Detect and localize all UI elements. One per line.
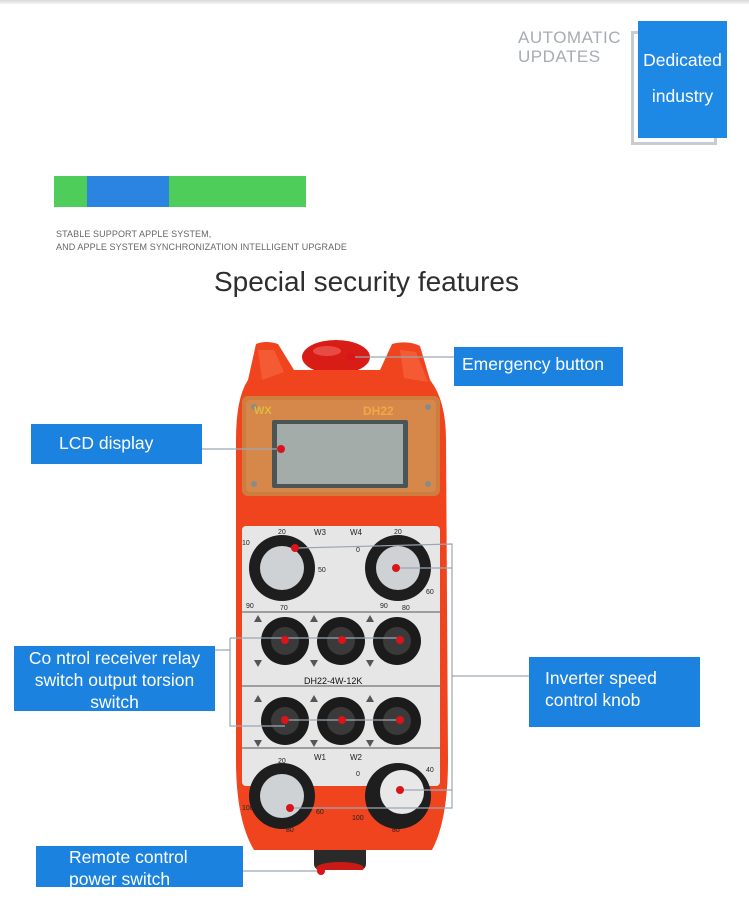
color-bar-green-left xyxy=(54,176,87,207)
speed-knob-top-left: 10 20 50 90 70 xyxy=(242,529,326,612)
brand-logo: WX xyxy=(254,405,272,417)
callout-inverter-line1: Inverter speed xyxy=(545,668,657,688)
color-bar-green-right xyxy=(169,176,306,207)
callout-power-switch: Remote control power switch xyxy=(36,846,243,889)
callout-relay-line1: Co ntrol receiver relay xyxy=(28,648,201,668)
svg-text:100: 100 xyxy=(352,815,364,822)
top-rule xyxy=(0,0,749,4)
knob-tag-w2: W2 xyxy=(350,753,363,762)
marker-knob-top-right xyxy=(392,564,400,572)
automatic-updates-line1: AUTOMATIC xyxy=(518,28,622,47)
svg-text:60: 60 xyxy=(316,809,324,816)
callout-relay-switch: Co ntrol receiver relay switch output to… xyxy=(14,646,215,712)
callout-relay-line2: switch output torsion xyxy=(34,670,195,690)
knob-tag-w3: W3 xyxy=(314,528,327,537)
speed-knob-bottom-right: 0 100 40 80 xyxy=(352,763,434,834)
callout-lcd-text: LCD display xyxy=(59,433,154,453)
svg-text:0: 0 xyxy=(356,547,360,554)
marker-switch-5 xyxy=(338,716,346,724)
callout-relay-line3: switch xyxy=(90,692,139,712)
svg-text:20: 20 xyxy=(278,529,286,536)
intro-line-1: STABLE SUPPORT APPLE SYSTEM, xyxy=(56,229,212,239)
marker-knob-bottom-right xyxy=(396,786,404,794)
callout-emergency-text: Emergency button xyxy=(462,354,605,374)
panel-code-label: DH22-4W-12K xyxy=(304,676,362,686)
marker-emergency xyxy=(347,353,355,361)
svg-text:10: 10 xyxy=(242,540,250,547)
intro-line-2: AND APPLE SYSTEM SYNCHRONIZATION INTELLI… xyxy=(56,242,347,252)
svg-text:40: 40 xyxy=(426,767,434,774)
direction-arrows xyxy=(254,615,374,747)
svg-text:100: 100 xyxy=(242,805,254,812)
marker-switch-2 xyxy=(338,636,346,644)
marker-knob-bottom-left xyxy=(286,804,294,812)
svg-text:20: 20 xyxy=(394,529,402,536)
svg-text:70: 70 xyxy=(280,605,288,612)
svg-text:20: 20 xyxy=(278,758,286,765)
marker-switch-3 xyxy=(396,636,404,644)
marker-switch-1 xyxy=(281,636,289,644)
svg-text:90: 90 xyxy=(380,603,388,610)
dedicated-line2: industry xyxy=(651,86,714,106)
svg-text:80: 80 xyxy=(402,605,410,612)
svg-text:50: 50 xyxy=(318,567,326,574)
svg-text:80: 80 xyxy=(286,827,294,834)
callout-inverter-knob: Inverter speed control knob xyxy=(529,657,700,727)
dedicated-industry-badge: Dedicated industry xyxy=(638,21,727,138)
speed-knob-bottom-left: 20 100 60 80 xyxy=(242,758,324,834)
page-title: Special security features xyxy=(213,266,520,297)
remote-control-device: WX DH22 W3 W4 W1 W2 DH22-4W-12K 10 20 50… xyxy=(232,340,450,870)
svg-text:90: 90 xyxy=(246,603,254,610)
callout-inverter-line2: control knob xyxy=(545,690,641,710)
svg-text:0: 0 xyxy=(356,771,360,778)
remote-control-illustration: WX DH22 W3 W4 W1 W2 DH22-4W-12K 10 20 50… xyxy=(236,340,448,870)
knob-tag-w4: W4 xyxy=(350,528,363,537)
automatic-updates-label: AUTOMATIC UPDATES xyxy=(518,28,628,66)
marker-knob-top-left xyxy=(291,544,299,552)
callout-lcd-display: LCD display xyxy=(31,424,202,464)
marker-power xyxy=(317,867,325,875)
marker-switch-6 xyxy=(396,716,404,724)
marker-lcd xyxy=(277,445,285,453)
marker-switch-4 xyxy=(281,716,289,724)
color-bar-blue xyxy=(87,176,169,207)
automatic-updates-line2: UPDATES xyxy=(518,47,601,66)
callout-emergency-button: Emergency button xyxy=(454,347,623,386)
lcd-screen xyxy=(277,424,403,484)
callout-power-line1: Remote control xyxy=(69,847,188,867)
model-label: DH22 xyxy=(363,404,394,418)
callout-power-line2: power switch xyxy=(69,869,171,889)
dedicated-line1: Dedicated xyxy=(643,50,722,70)
svg-text:80: 80 xyxy=(392,827,400,834)
knob-tag-w1: W1 xyxy=(314,753,327,762)
svg-text:60: 60 xyxy=(426,589,434,596)
